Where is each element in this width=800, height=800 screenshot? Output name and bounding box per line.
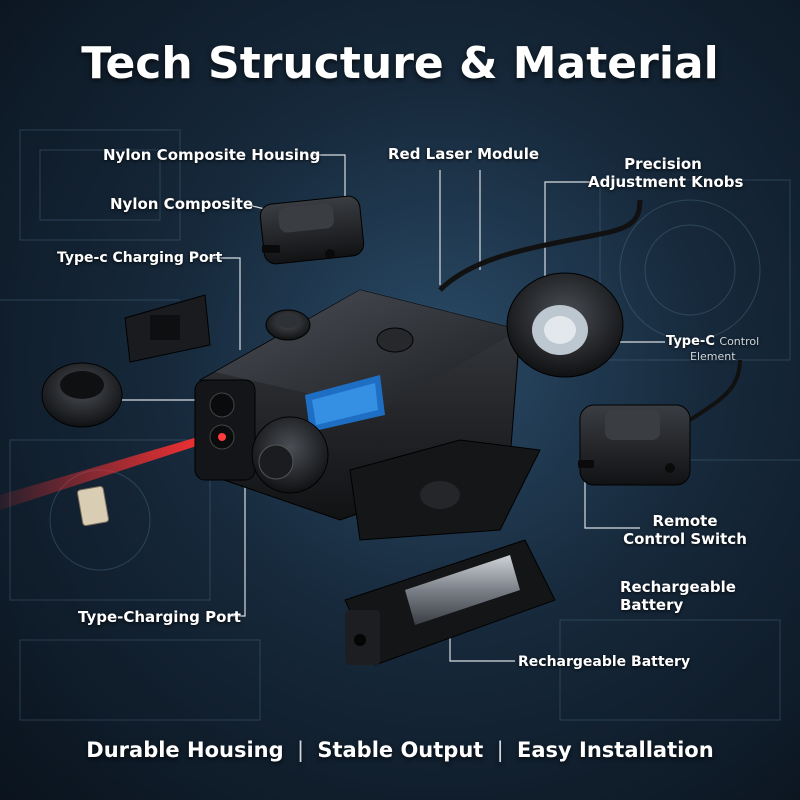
main-laser-device [194,199,643,541]
label-rechargeable-battery: Rechargeable Battery [518,654,691,670]
battery-compartment [344,539,556,666]
rail-clip-part [124,294,211,363]
label-precision-line1: Precision [624,155,702,173]
label-type-c-control: Type-C Control Element [666,334,759,364]
label-rechargeable-line2: Battery [620,596,684,614]
footer-durable-housing: Durable Housing [86,738,284,762]
footer-stable-output: Stable Output [317,738,484,762]
usb-connector [77,485,109,527]
remote-switch-part [578,359,742,486]
label-remote-line2: Control Switch [623,530,747,548]
feature-footer: Durable Housing | Stable Output | Easy I… [0,738,800,762]
label-remote-line1: Remote [652,512,718,530]
laser-beam [0,432,215,510]
label-type-charging-port: Type-Charging Port [78,608,241,626]
label-type-c-charging-port: Type-c Charging Port [57,250,223,266]
label-rechargeable-line1: Rechargeable [620,578,736,596]
left-adjustment-knob [41,362,123,428]
page-title: Tech Structure & Material [81,38,719,89]
blueprint-background [0,129,800,721]
label-precision-line2: Adjustment Knobs [588,173,744,191]
footer-easy-installation: Easy Installation [517,738,714,762]
label-nylon-composite: Nylon Composite [110,195,254,213]
footer-separator-1: | [296,738,305,762]
footer-separator-2: | [496,738,504,762]
label-type-c-a: Type-C [666,334,715,349]
label-type-c-b: Control [719,335,760,348]
label-precision-knobs: Precision Adjustment Knobs [588,155,744,191]
label-red-laser-module: Red Laser Module [388,145,540,163]
label-nylon-composite-housing: Nylon Composite Housing [103,146,321,164]
label-rechargeable-battery-right: Rechargeable Battery [620,578,736,614]
label-type-c-c: Element [690,350,736,363]
precision-knob-assembly [506,272,624,378]
nylon-housing-part [259,195,365,265]
label-remote-control-switch: Remote Control Switch [620,512,750,548]
